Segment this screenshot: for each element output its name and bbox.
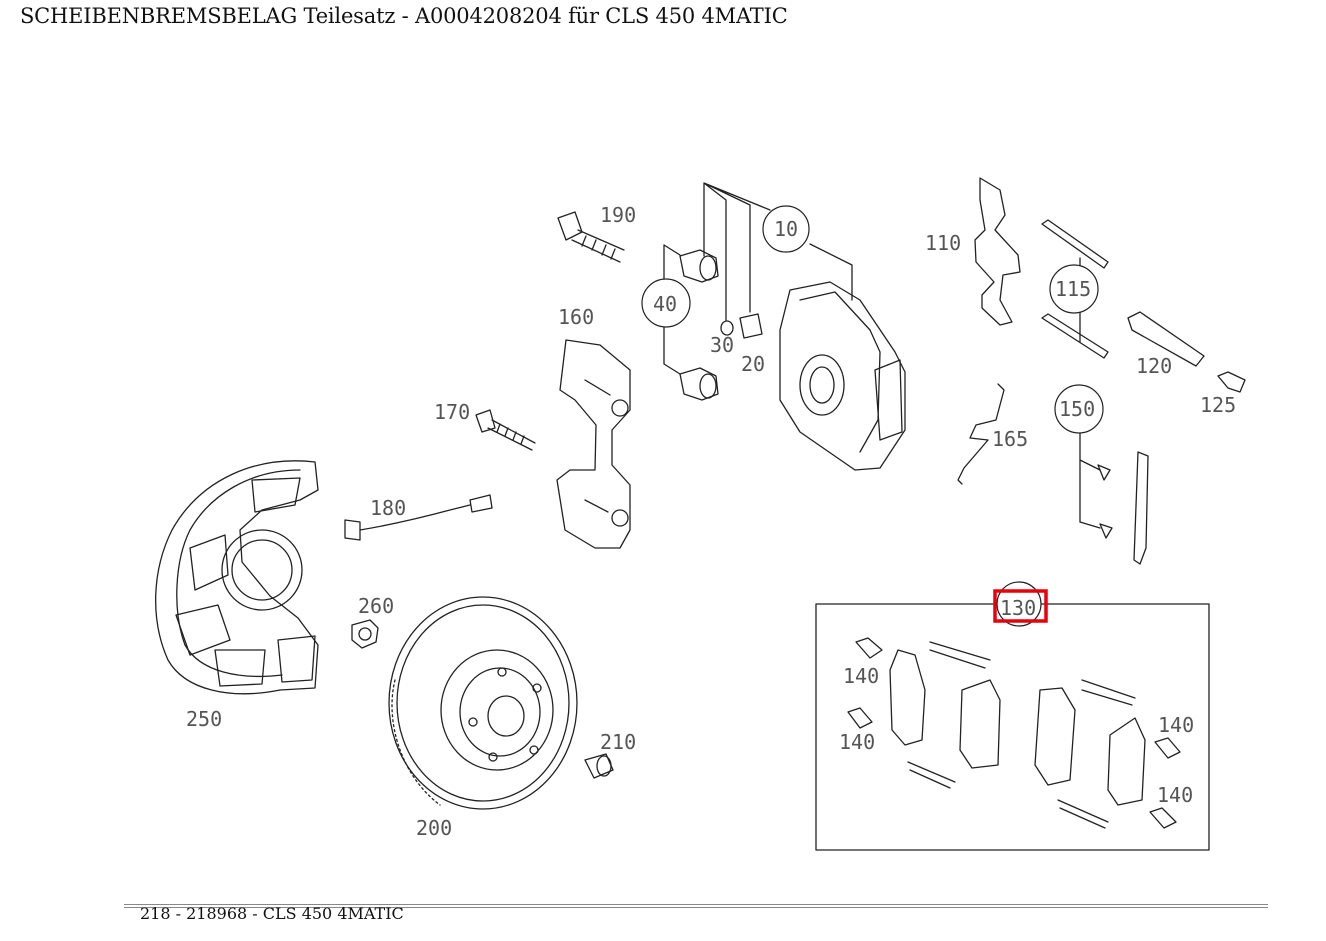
callout-160[interactable]: 160 [558, 305, 594, 329]
callout-125[interactable]: 125 [1200, 393, 1236, 417]
callout-140-d[interactable]: 140 [1157, 783, 1193, 807]
callout-30[interactable]: 30 [710, 333, 734, 357]
callout-140-b[interactable]: 140 [839, 730, 875, 754]
bolt-190[interactable] [557, 211, 625, 263]
callout-190[interactable]: 190 [600, 203, 636, 227]
callout-120[interactable]: 120 [1136, 354, 1172, 378]
callout-140-c[interactable]: 140 [1158, 713, 1194, 737]
guide-pin-lower[interactable] [679, 367, 719, 401]
pad-kit-frame [815, 603, 1210, 851]
callout-200[interactable]: 200 [416, 816, 452, 840]
dust-shield[interactable] [155, 460, 319, 695]
selected-part-highlight [993, 589, 1048, 623]
callout-10[interactable]: 10 [774, 217, 798, 241]
spring-clip-110[interactable] [974, 177, 1021, 326]
callout-210[interactable]: 210 [600, 730, 636, 754]
brake-pad-kit-130[interactable] [847, 637, 1181, 829]
guide-pin-upper[interactable] [679, 249, 719, 283]
page-title: SCHEIBENBREMSBELAG Teilesatz - A00042082… [20, 4, 788, 28]
bolt-170[interactable] [475, 409, 536, 451]
screw-210[interactable] [584, 753, 614, 779]
cap-30[interactable] [720, 320, 734, 336]
brake-disc[interactable] [388, 596, 578, 810]
callout-20[interactable]: 20 [741, 352, 765, 376]
pin-115-lower[interactable] [1041, 313, 1109, 359]
callout-130[interactable]: 130 [1000, 596, 1036, 620]
footer-divider-top [124, 904, 1268, 905]
guide-bolt-120[interactable] [1127, 311, 1205, 367]
callout-140-a[interactable]: 140 [843, 664, 879, 688]
callout-250[interactable]: 250 [186, 707, 222, 731]
callout-110[interactable]: 110 [925, 231, 961, 255]
heat-shield-150[interactable] [1097, 451, 1149, 565]
wear-sensor-180[interactable] [344, 494, 493, 541]
callout-170[interactable]: 170 [434, 400, 470, 424]
callout-260[interactable]: 260 [358, 594, 394, 618]
bleeder-20[interactable] [739, 313, 763, 339]
footer-caption: 218 - 218968 - CLS 450 4MATIC [140, 904, 404, 923]
bolt-125[interactable] [1217, 371, 1246, 393]
callout-115[interactable]: 115 [1055, 277, 1091, 301]
bolt-260[interactable] [351, 619, 379, 649]
callout-180[interactable]: 180 [370, 496, 406, 520]
callout-150[interactable]: 150 [1059, 397, 1095, 421]
callout-40[interactable]: 40 [653, 292, 677, 316]
caliper-carrier-160[interactable] [556, 339, 631, 549]
callout-165[interactable]: 165 [992, 427, 1028, 451]
wire-spring-165[interactable] [957, 383, 1005, 485]
caliper-housing-10[interactable] [779, 281, 906, 471]
footer-divider-bottom [124, 907, 1268, 908]
pin-115-upper[interactable] [1041, 219, 1109, 269]
